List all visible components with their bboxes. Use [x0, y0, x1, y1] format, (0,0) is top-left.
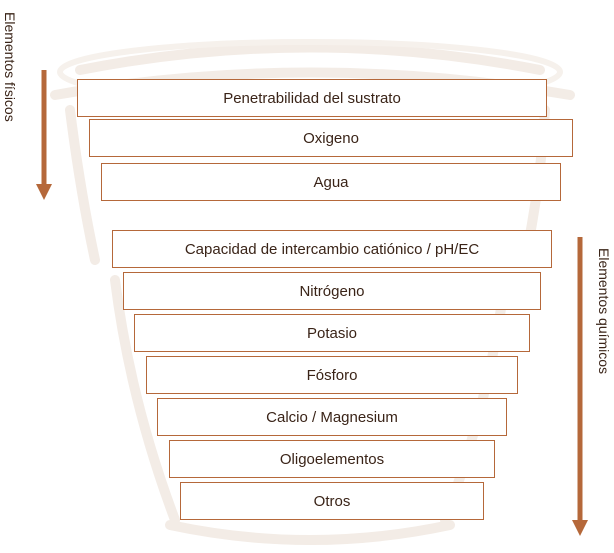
chemical-element-box-5: Calcio / Magnesium	[157, 398, 507, 436]
right-down-arrow	[572, 237, 588, 536]
chemical-element-box-1: Capacidad de intercambio catiónico / pH/…	[112, 230, 552, 268]
chemical-element-box-3: Potasio	[134, 314, 530, 352]
left-down-arrow	[36, 70, 52, 200]
physical-element-box-1: Penetrabilidad del sustrato	[77, 79, 547, 117]
physical-elements-label: Elementos físicos	[2, 12, 18, 122]
physical-element-box-2: Oxigeno	[89, 119, 573, 157]
chemical-element-box-6: Oligoelementos	[169, 440, 495, 478]
chemical-element-box-4: Fósforo	[146, 356, 518, 394]
physical-element-box-3: Agua	[101, 163, 561, 201]
chemical-element-box-2: Nitrógeno	[123, 272, 541, 310]
chemical-elements-label: Elementos químicos	[596, 248, 612, 375]
chemical-element-box-7: Otros	[180, 482, 484, 520]
